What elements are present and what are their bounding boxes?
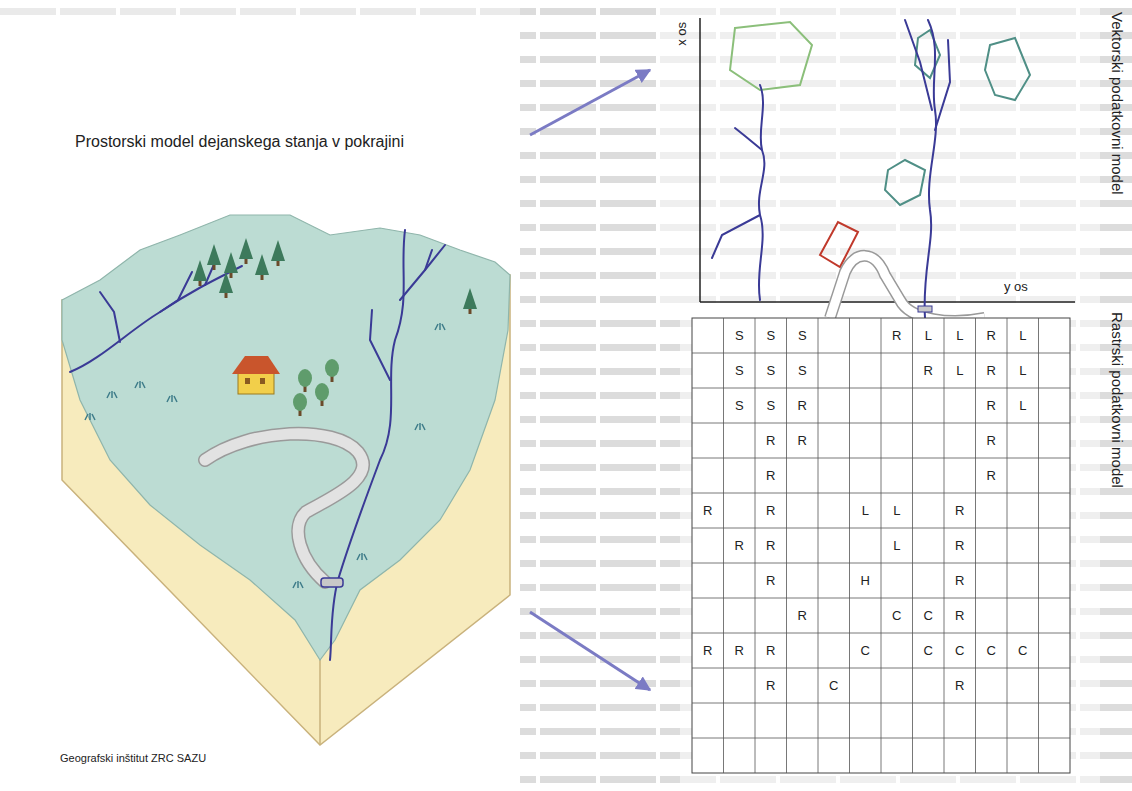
raster-cell-letter: L <box>944 353 976 388</box>
grid-line <box>692 738 1070 739</box>
raster-cell-letter: S <box>787 318 819 353</box>
raster-cell-letter: C <box>881 598 913 633</box>
raster-cell-letter: S <box>724 318 756 353</box>
grid-line <box>818 318 819 773</box>
grid-line <box>975 318 976 773</box>
grid-line <box>692 598 1070 599</box>
flow-arrow <box>530 70 650 135</box>
vector-panel: Vektorski podatkovni model <box>650 4 1130 310</box>
raster-cell-letter: R <box>944 668 976 703</box>
grid-line <box>849 318 850 773</box>
grid-line <box>786 318 787 773</box>
grid-line <box>1007 318 1008 773</box>
scene-panel: Prostorski model dejanskega stanja v pok… <box>50 40 530 780</box>
grid-line <box>692 458 1070 459</box>
grid-line <box>692 563 1070 564</box>
grid-line <box>881 318 882 773</box>
axis-label: y os <box>1004 279 1028 294</box>
raster-cell-letter: R <box>976 388 1008 423</box>
raster-cell-letter: R <box>692 493 724 528</box>
raster-cell-letter: C <box>913 598 945 633</box>
raster-cell-letter: L <box>1007 388 1039 423</box>
raster-cell-letter: C <box>818 668 850 703</box>
raster-cell-letter: R <box>755 493 787 528</box>
raster-cell-letter: C <box>850 633 882 668</box>
grid-line <box>692 423 1070 424</box>
raster-cell-letter: R <box>787 388 819 423</box>
axis-label: x os <box>674 22 689 46</box>
raster-cell-letter: R <box>944 563 976 598</box>
raster-cell-letter: R <box>976 458 1008 493</box>
raster-cell-letter: R <box>755 528 787 563</box>
raster-cell-letter: S <box>787 353 819 388</box>
raster-cell-letter: S <box>755 388 787 423</box>
grid-line <box>692 528 1070 529</box>
raster-cell-letter: R <box>755 423 787 458</box>
raster-cell-letter: L <box>881 528 913 563</box>
flow-arrow <box>530 612 650 690</box>
panel-ground <box>680 312 1100 784</box>
raster-cell-letter: C <box>1007 633 1039 668</box>
grid-line <box>692 388 1070 389</box>
grid-line <box>1038 318 1039 773</box>
raster-cell-letter: R <box>755 458 787 493</box>
raster-cell-letter: R <box>976 423 1008 458</box>
raster-cell-letter: L <box>944 318 976 353</box>
raster-cell-letter: R <box>787 598 819 633</box>
grid-line <box>692 703 1070 704</box>
raster-cell-letter: S <box>755 318 787 353</box>
raster-cell-letter: C <box>944 633 976 668</box>
grid-line <box>944 318 945 773</box>
raster-cell-letter: R <box>944 493 976 528</box>
raster-cell-letter: S <box>724 353 756 388</box>
raster-cell-letter: L <box>913 318 945 353</box>
panel-heading: Rastrski podatkovni model <box>1108 312 1126 488</box>
raster-cell-letter: S <box>724 388 756 423</box>
raster-cell-letter: R <box>976 353 1008 388</box>
grid-line <box>692 668 1070 669</box>
grid-line <box>723 318 724 773</box>
grid-line <box>912 318 913 773</box>
raster-cell-letter: R <box>913 353 945 388</box>
raster-cell-letter: H <box>850 563 882 598</box>
raster-grid <box>692 318 1070 773</box>
page-text-texture <box>520 0 1132 791</box>
raster-cell-letter: L <box>1007 318 1039 353</box>
raster-panel: Rastrski podatkovni model <box>650 312 1130 784</box>
landscape-block <box>62 215 510 745</box>
raster-cell-letter: R <box>944 598 976 633</box>
raster-cell-letter: S <box>755 353 787 388</box>
raster-cell-letter: R <box>755 563 787 598</box>
raster-cell-letter: C <box>976 633 1008 668</box>
raster-cell-letter: L <box>850 493 882 528</box>
raster-cell-letter: R <box>755 633 787 668</box>
vector-model-drawing <box>700 18 1075 321</box>
raster-cell-letter: R <box>944 528 976 563</box>
grid-line <box>755 318 756 773</box>
raster-cell-letter: L <box>881 493 913 528</box>
credit-text: Geografski inštitut ZRC SAZU <box>60 752 206 764</box>
raster-cell-letter: R <box>692 633 724 668</box>
grid-line <box>692 633 1070 634</box>
raster-cell-letter: R <box>976 318 1008 353</box>
raster-cell-letter: R <box>755 668 787 703</box>
panel-heading: Vektorski podatkovni model <box>1108 12 1126 195</box>
scene-title: Prostorski model dejanskega stanja v pok… <box>75 132 404 151</box>
grid-line <box>692 493 1070 494</box>
grid-frame <box>692 318 1070 773</box>
raster-cell-letter: R <box>724 633 756 668</box>
house <box>232 356 280 394</box>
grid-line <box>692 353 1070 354</box>
raster-cell-letter: L <box>1007 353 1039 388</box>
page-text-texture <box>0 0 520 24</box>
raster-cell-letter: R <box>724 528 756 563</box>
raster-cell-letter: R <box>787 423 819 458</box>
raster-cell-letter: C <box>913 633 945 668</box>
raster-cell-letter: R <box>881 318 913 353</box>
